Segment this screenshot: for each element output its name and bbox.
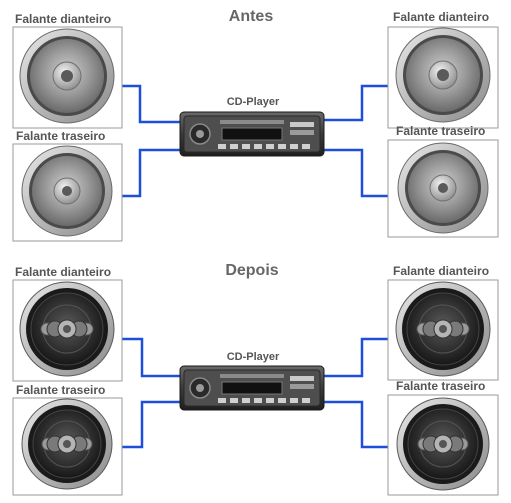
wire-rear-left <box>108 148 182 198</box>
wire-front-right <box>322 84 402 122</box>
cd-player-depois <box>179 365 325 411</box>
speaker-rear-right-depois <box>387 394 499 496</box>
wires-antes <box>108 84 402 198</box>
wire-front-left <box>108 84 182 124</box>
speaker-rear-left-depois <box>12 397 123 496</box>
label-rear-right-depois: Falante traseiro <box>396 379 485 393</box>
label-rear-left-antes: Falante traseiro <box>16 129 105 143</box>
speaker-front-right-antes <box>387 26 499 129</box>
cd-player-label-depois: CD-Player <box>227 351 280 363</box>
cd-player-antes <box>179 111 325 157</box>
wire-front-right <box>322 337 402 378</box>
label-rear-left-depois: Falante traseiro <box>16 383 105 397</box>
wire-rear-right <box>322 148 402 198</box>
label-front-left-depois: Falante dianteiro <box>15 265 111 279</box>
speaker-front-left-antes <box>12 26 123 129</box>
speaker-rear-left-antes <box>12 143 123 242</box>
wire-front-left <box>108 337 182 378</box>
label-front-right-depois: Falante dianteiro <box>393 264 489 278</box>
wire-rear-left <box>108 400 182 449</box>
section-title-antes: Antes <box>229 8 274 25</box>
section-title-depois: Depois <box>225 262 278 279</box>
section-depois: Depois Falante dianteiro Falante traseir… <box>12 262 499 496</box>
speaker-rear-right-antes <box>387 139 499 238</box>
speaker-front-left-depois <box>12 279 123 382</box>
cd-player-label-antes: CD-Player <box>227 96 280 108</box>
label-rear-right-antes: Falante traseiro <box>396 124 485 138</box>
speaker-front-right-depois <box>387 279 499 381</box>
label-front-right-antes: Falante dianteiro <box>393 10 489 24</box>
wire-rear-right <box>322 400 402 449</box>
section-antes: Antes Falante dianteiro Falante traseiro <box>12 8 499 242</box>
wires-depois <box>108 337 402 449</box>
label-front-left-antes: Falante dianteiro <box>15 12 111 26</box>
